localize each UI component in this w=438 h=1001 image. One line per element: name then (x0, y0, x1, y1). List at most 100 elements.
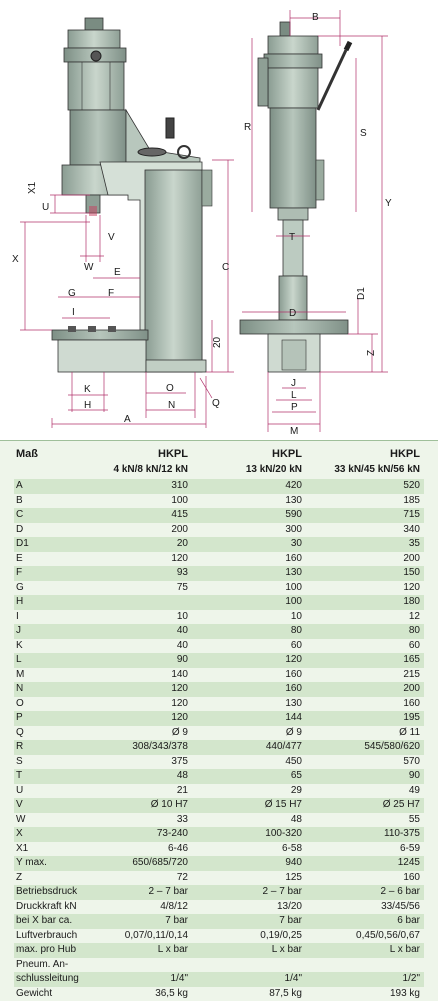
header-hkpl-small: HKPL (158, 449, 188, 460)
row-label: Q (16, 726, 24, 741)
row-label: F (16, 566, 22, 581)
cell-hkpl-large: 2 – 6 bar (381, 885, 420, 900)
table-subheader-row: 4 kN/8 kN/12 kN 13 kN/20 kN 33 kN/45 kN/… (14, 464, 424, 477)
cell-hkpl-small: 40 (177, 639, 188, 654)
row-label: X1 (16, 842, 28, 857)
cell-hkpl-medium: 80 (291, 624, 302, 639)
cell-hkpl-medium: 420 (285, 479, 302, 494)
subheader-force-medium: 13 kN/20 kN (246, 464, 302, 475)
cell-hkpl-medium: 13/20 (277, 900, 302, 915)
cell-hkpl-large: 160 (403, 871, 420, 886)
press-drawing: X1 U X V W E G F I C 20 K H O N Q A (0, 0, 438, 440)
row-label: B (16, 494, 23, 509)
cell-hkpl-small: L x bar (158, 943, 188, 958)
cell-hkpl-small: 2 – 7 bar (149, 885, 188, 900)
cell-hkpl-large: Ø 11 (399, 726, 420, 741)
dim-label-v: V (108, 232, 115, 243)
cell-hkpl-medium: 590 (285, 508, 302, 523)
cell-hkpl-large: 33/45/56 (381, 900, 420, 915)
cell-hkpl-large: 165 (403, 653, 420, 668)
cell-hkpl-large: 340 (403, 523, 420, 538)
cell-hkpl-medium: 160 (285, 668, 302, 683)
dim-label-h: H (84, 400, 91, 411)
cell-hkpl-large: 150 (403, 566, 420, 581)
cell-hkpl-large: 200 (403, 682, 420, 697)
cell-hkpl-large: 1245 (398, 856, 420, 871)
dimension-table: Maß HKPL HKPL HKPL 4 kN/8 kN/12 kN 13 kN… (0, 440, 438, 1001)
cell-hkpl-small: 310 (171, 479, 188, 494)
row-label: D (16, 523, 23, 538)
dim-label-20: 20 (212, 336, 223, 348)
cell-hkpl-small: 308/343/378 (132, 740, 188, 755)
cell-hkpl-small: 48 (177, 769, 188, 784)
cell-hkpl-large: 195 (403, 711, 420, 726)
dim-label-m: M (290, 426, 298, 437)
row-label: A (16, 479, 23, 494)
row-label: C (16, 508, 23, 523)
dim-label-t: T (289, 232, 295, 243)
cell-hkpl-large: 1/2" (403, 972, 420, 987)
cell-hkpl-small: 20 (177, 537, 188, 552)
row-label: Pneum. An- (16, 958, 68, 973)
cell-hkpl-medium: 1/4" (285, 972, 302, 987)
cell-hkpl-medium: Ø 9 (286, 726, 302, 741)
front-view (240, 22, 350, 372)
cell-hkpl-small: 120 (171, 711, 188, 726)
dim-label-c: C (222, 262, 229, 273)
cell-hkpl-medium: 940 (285, 856, 302, 871)
table-header-row: Maß HKPL HKPL HKPL (14, 449, 424, 463)
cell-hkpl-small: 375 (171, 755, 188, 770)
cell-hkpl-large: 545/580/620 (364, 740, 420, 755)
dim-label-y: Y (385, 198, 392, 209)
cell-hkpl-small: 120 (171, 697, 188, 712)
cell-hkpl-large: 715 (403, 508, 420, 523)
cell-hkpl-medium: 130 (285, 697, 302, 712)
cell-hkpl-small: 33 (177, 813, 188, 828)
dim-label-p: P (291, 402, 298, 413)
cell-hkpl-medium: 87,5 kg (269, 987, 302, 1001)
cell-hkpl-small: 36,5 kg (155, 987, 188, 1001)
dim-label-l: L (291, 390, 297, 401)
row-label: W (16, 813, 25, 828)
row-label: N (16, 682, 23, 697)
cell-hkpl-medium: 440/477 (266, 740, 302, 755)
cell-hkpl-medium: Ø 15 H7 (265, 798, 302, 813)
cell-hkpl-small: 72 (177, 871, 188, 886)
cell-hkpl-small: 90 (177, 653, 188, 668)
dim-label-x: X (12, 254, 19, 265)
subheader-force-large: 33 kN/45 kN/56 kN (334, 464, 420, 475)
cell-hkpl-medium: 2 – 7 bar (263, 885, 302, 900)
dim-label-q: Q (212, 398, 220, 409)
technical-drawing: X1 U X V W E G F I C 20 K H O N Q A (0, 0, 438, 440)
row-label: M (16, 668, 24, 683)
cell-hkpl-small: 21 (177, 784, 188, 799)
cell-hkpl-small: 120 (171, 552, 188, 567)
row-label: Z (16, 871, 22, 886)
dim-label-d1: D1 (356, 287, 367, 300)
dim-label-o: O (166, 383, 174, 394)
cell-hkpl-medium: 65 (291, 769, 302, 784)
cell-hkpl-large: 160 (403, 697, 420, 712)
row-label: bei X bar ca. (16, 914, 72, 929)
cell-hkpl-large: 180 (403, 595, 420, 610)
dim-label-u: U (42, 202, 49, 213)
dim-label-i: I (72, 307, 75, 318)
cell-hkpl-medium: 10 (291, 610, 302, 625)
cell-hkpl-small: Ø 10 H7 (151, 798, 188, 813)
cell-hkpl-medium: 100 (285, 581, 302, 596)
